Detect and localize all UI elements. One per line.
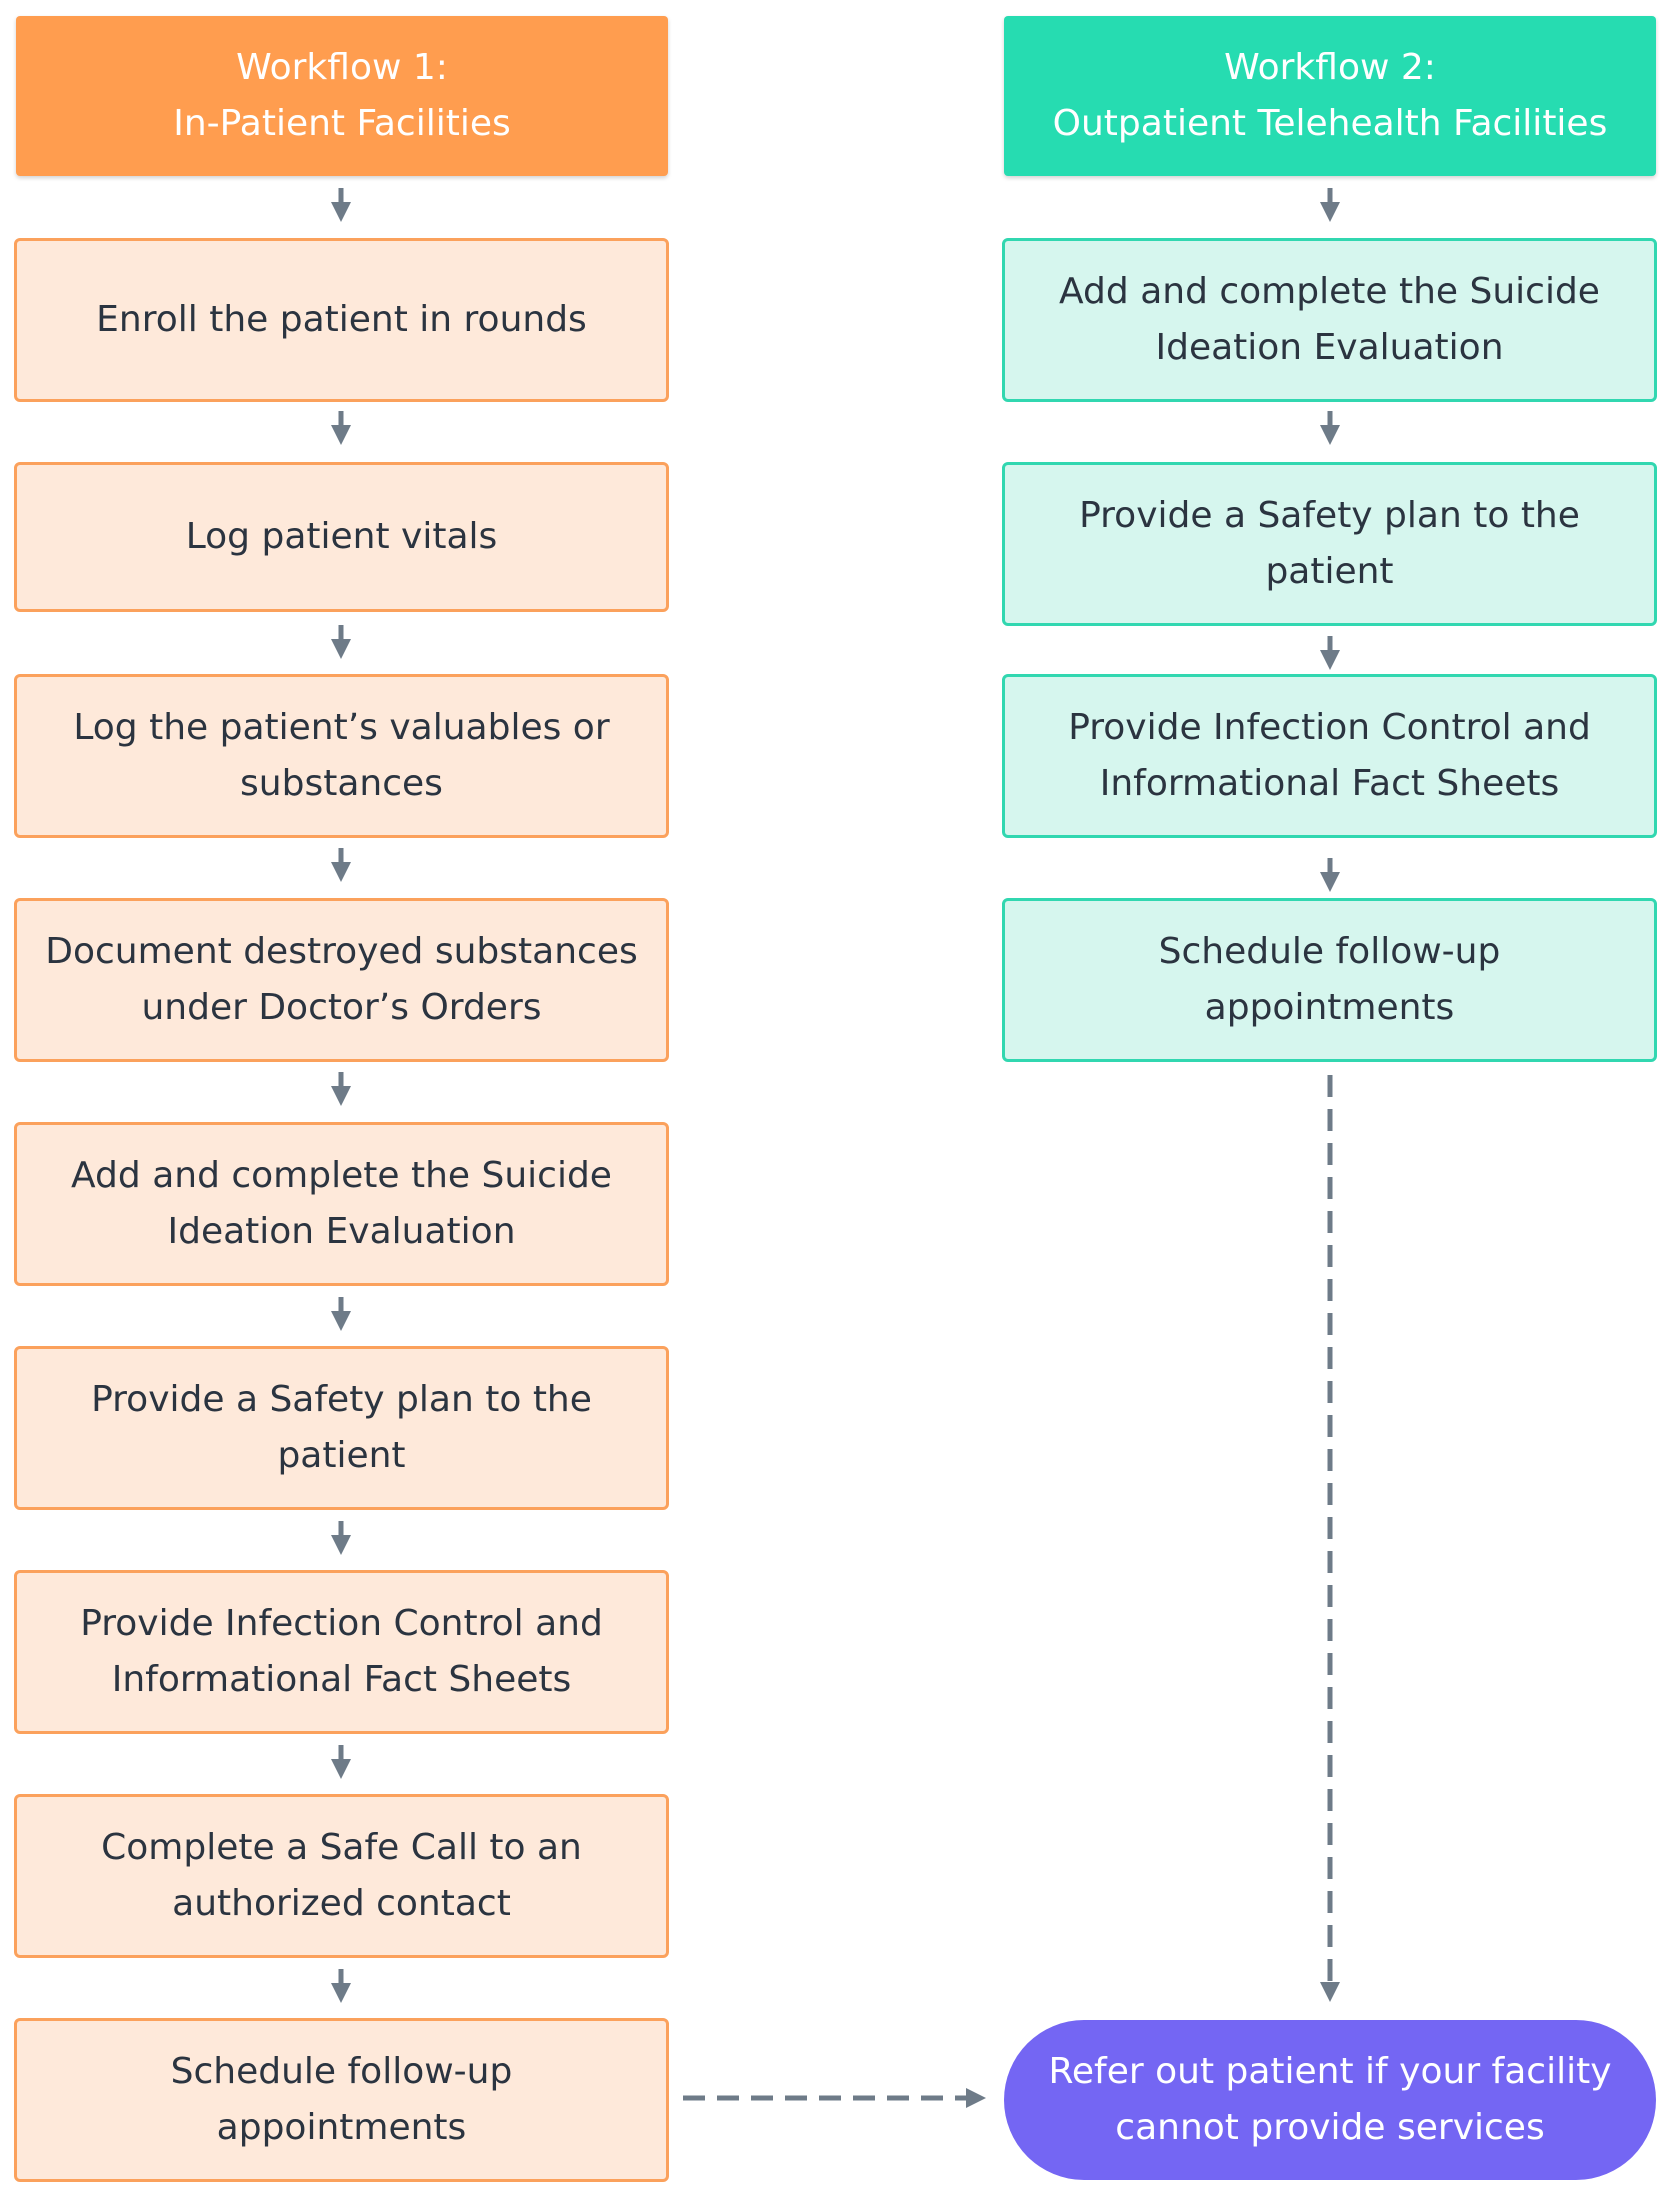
workflow2-step-schedule-followup: Schedule follow-up appointments: [1002, 898, 1657, 1062]
workflow1-step-safe-call: Complete a Safe Call to an authorized co…: [14, 1794, 669, 1958]
workflow2-step-suicide-evaluation: Add and complete the Suicide Ideation Ev…: [1002, 238, 1657, 402]
workflow2-header: Workflow 2: Outpatient Telehealth Facili…: [1004, 16, 1656, 176]
workflow1-step-enroll: Enroll the patient in rounds: [14, 238, 669, 402]
workflow2-step-infection-control: Provide Infection Control and Informatio…: [1002, 674, 1657, 838]
workflow1-header: Workflow 1: In-Patient Facilities: [16, 16, 668, 176]
workflow1-step-suicide-evaluation: Add and complete the Suicide Ideation Ev…: [14, 1122, 669, 1286]
workflow1-step-safety-plan: Provide a Safety plan to the patient: [14, 1346, 669, 1510]
workflow1-step-log-valuables: Log the patient’s valuables or substance…: [14, 674, 669, 838]
workflow1-step-infection-control: Provide Infection Control and Informatio…: [14, 1570, 669, 1734]
refer-out-terminal: Refer out patient if your facility canno…: [1004, 2020, 1656, 2180]
workflow1-step-schedule-followup: Schedule follow-up appointments: [14, 2018, 669, 2182]
workflow1-step-document-destroyed: Document destroyed substances under Doct…: [14, 898, 669, 1062]
workflow1-step-log-vitals: Log patient vitals: [14, 462, 669, 612]
workflow2-step-safety-plan: Provide a Safety plan to the patient: [1002, 462, 1657, 626]
